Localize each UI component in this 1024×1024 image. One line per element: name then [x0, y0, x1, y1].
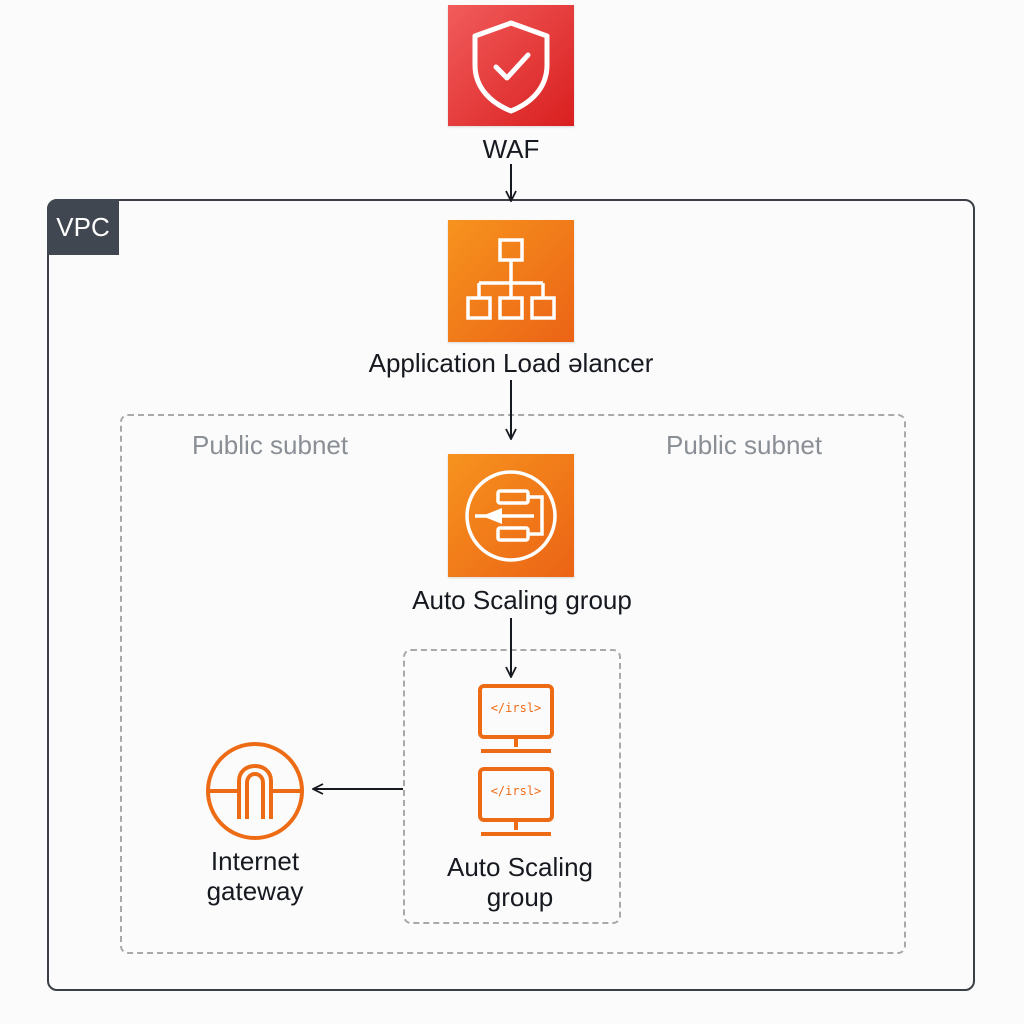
instance-monitor-icon [478, 684, 554, 753]
internet-gateway-label: Internet gateway [160, 846, 350, 906]
waf-node[interactable] [448, 5, 574, 126]
instance-node[interactable]: </irsl> [477, 766, 555, 838]
instance-node[interactable]: </irsl> [477, 683, 555, 755]
vpc-label: VPC [47, 199, 119, 255]
internet-gateway-icon [206, 742, 304, 840]
subnet-label-left: Public subnet [192, 430, 349, 460]
waf-label: WAF [482, 134, 540, 164]
load-balancer-tree-icon [466, 238, 556, 320]
subnet-label-right: Public subnet [666, 430, 823, 460]
auto-scaling-icon [465, 470, 557, 562]
alb-node[interactable] [448, 220, 574, 342]
instance-code-text: </irsl> [490, 701, 542, 715]
internet-gateway-label-line2: gateway [206, 876, 304, 906]
instance-group-label-line1: Auto Scaling [447, 852, 593, 882]
instance-group-label-line2: group [486, 882, 554, 912]
instance-code-text: </irsl> [490, 784, 542, 798]
public-subnet-container [120, 414, 906, 954]
asg-label: Auto Scaling group [412, 585, 632, 615]
alb-label: Application Load əlancer [368, 348, 654, 378]
internet-gateway-label-line1: Internet [210, 846, 300, 876]
shield-check-icon [472, 20, 550, 114]
internet-gateway-node[interactable] [203, 739, 307, 843]
instance-group-label: Auto Scaling group [420, 852, 620, 912]
instance-group-container [403, 649, 621, 924]
instance-monitor-icon [478, 767, 554, 836]
asg-node[interactable] [448, 454, 574, 577]
